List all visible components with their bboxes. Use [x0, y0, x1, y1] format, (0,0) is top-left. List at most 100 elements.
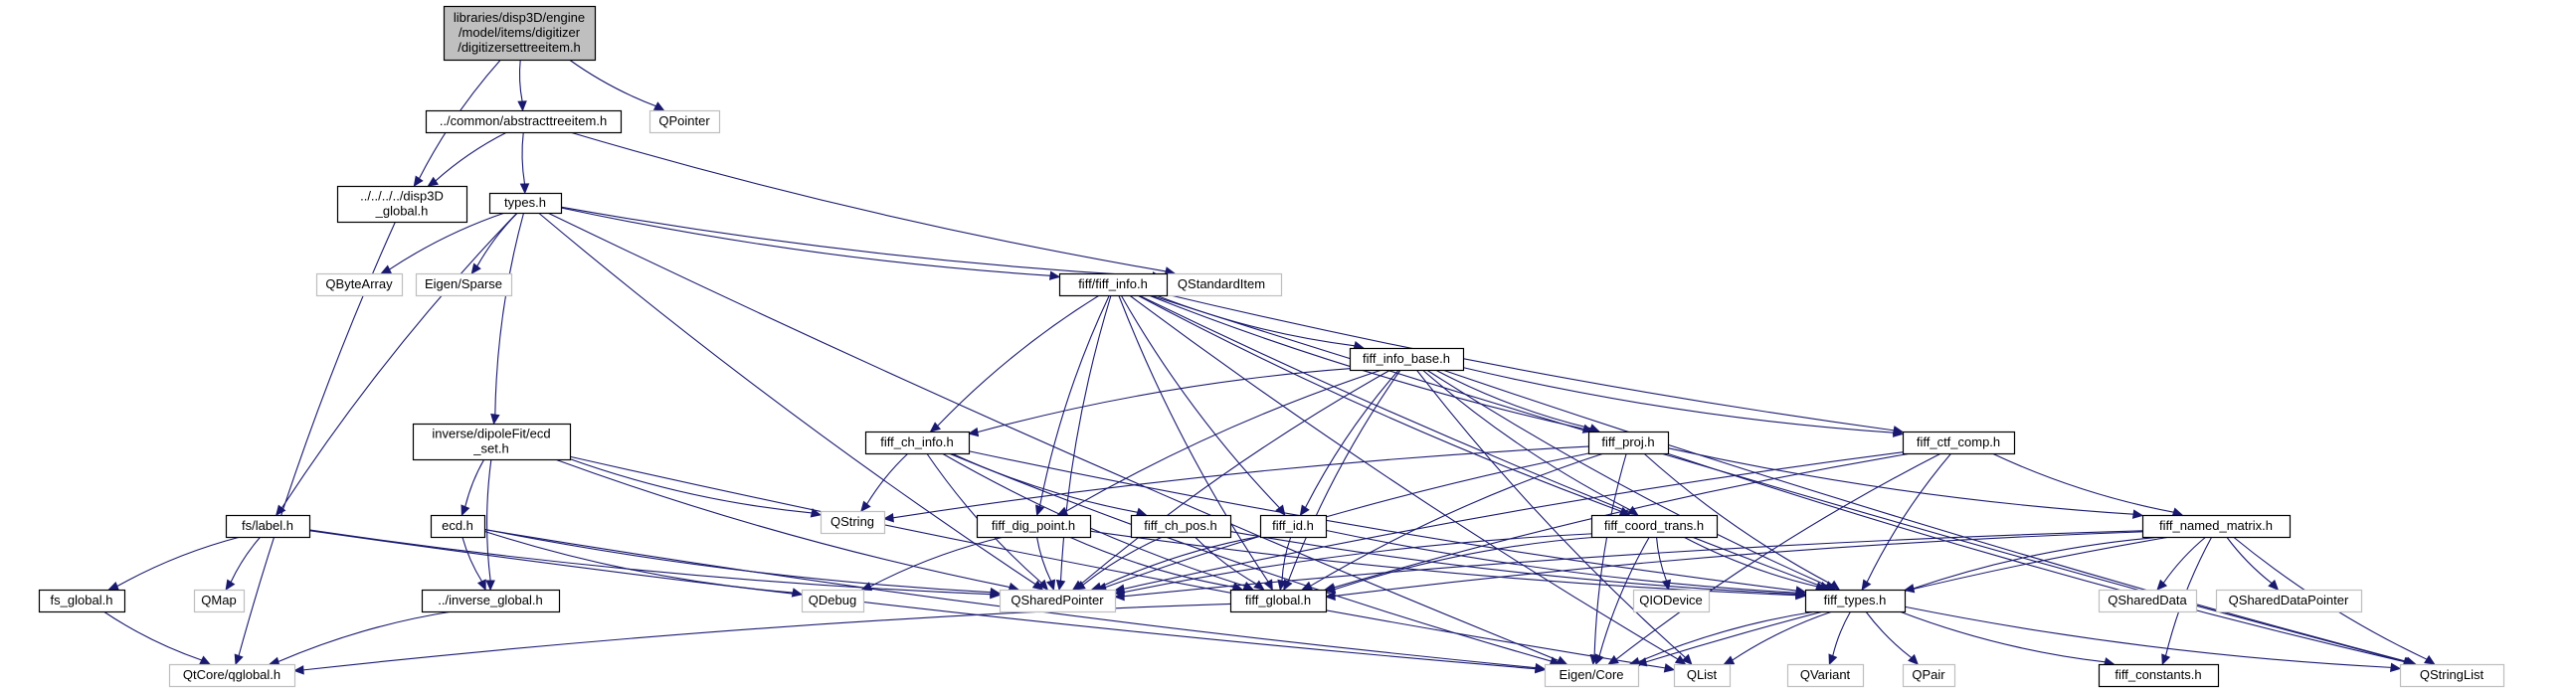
edge-line [538, 212, 1036, 586]
node-qsharedpointer[interactable]: QSharedPointer [999, 589, 1117, 613]
node-root[interactable]: libraries/disp3D/engine/model/items/digi… [443, 5, 597, 62]
edge-fs-label-to-fs-global [107, 536, 241, 591]
node-box [801, 589, 865, 613]
edge-arrowhead [1723, 655, 1736, 665]
node-box [648, 109, 721, 134]
node-fiff-info-base[interactable]: fiff_info_base.h [1349, 347, 1465, 372]
edge-line [483, 530, 794, 594]
edge-types-to-fs-label [275, 212, 518, 516]
node-qstring[interactable]: QString [820, 510, 886, 535]
edge-line [1866, 452, 1952, 583]
node-qshareddatapointer[interactable]: QSharedDataPointer [2215, 589, 2363, 613]
node-box [1058, 272, 1169, 297]
node-fs-label[interactable]: fs/label.h [225, 514, 311, 539]
edge-line [1100, 535, 1261, 588]
node-qshareddata[interactable]: QSharedData [2098, 589, 2198, 613]
edge-line [483, 528, 992, 594]
node-fs-global[interactable]: fs_global.h [38, 589, 126, 613]
edge-fiff-proj-to-qstring [882, 445, 1589, 523]
edge-fiff-info-to-fiff-info-base [1156, 294, 1365, 351]
node-qdebug[interactable]: QDebug [801, 589, 865, 613]
node-ecd-set[interactable]: inverse/dipoleFit/ecd_set.h [412, 423, 572, 461]
edge-types-to-eigen-sparse [470, 212, 518, 274]
edge-line [308, 530, 1537, 670]
node-box [2098, 589, 2198, 613]
node-fiff-dig-point[interactable]: fiff_dig_point.h [976, 514, 1092, 539]
edge-line [1129, 294, 1679, 660]
node-types[interactable]: types.h [488, 192, 563, 215]
node-label: QList [1687, 667, 1718, 682]
edge-fiff-types-to-fiff-constants [1899, 610, 2116, 667]
node-label: fiff_ch_info.h [880, 434, 953, 449]
node-qvariant[interactable]: QVariant [1786, 663, 1865, 688]
node-eigen-sparse[interactable]: Eigen/Sparse [415, 272, 513, 297]
edge-arrowhead [2389, 662, 2402, 673]
node-label: fs/label.h [242, 518, 293, 533]
node-box [1587, 431, 1670, 455]
edge-line [1229, 530, 1797, 596]
edge-line [486, 458, 492, 582]
node-label: fiff/fiff_info.h [1078, 276, 1148, 291]
edge-fiff-named-matrix-to-qshareddata [2156, 536, 2207, 591]
edge-arrowhead [517, 100, 527, 112]
node-fiff-coord-trans[interactable]: fiff_coord_trans.h [1590, 514, 1719, 539]
edge-fiff-info-base-to-fiff-global [1283, 369, 1401, 592]
node-box [2141, 514, 2292, 539]
node-fiff-ctf-comp[interactable]: fiff_ctf_comp.h [1902, 431, 2016, 455]
node-fiff-global[interactable]: fiff_global.h [1229, 589, 1328, 613]
edge-fiff-proj-to-fiff-types [1643, 452, 1841, 591]
edge-types-to-ecd-set [490, 212, 525, 426]
node-qtcore-qglobal[interactable]: QtCore/qglobal.h [168, 663, 296, 688]
edge-arrowhead [1275, 504, 1286, 516]
node-qpair[interactable]: QPair [1902, 663, 1956, 688]
node-fiff-constants[interactable]: fiff_constants.h [2098, 663, 2220, 688]
edge-arrowhead [1828, 580, 1841, 591]
edge-arrowhead [1037, 579, 1049, 591]
edge-line [1118, 294, 1269, 583]
edge-arrowhead [860, 500, 871, 512]
node-ecd[interactable]: ecd.h [430, 514, 486, 539]
edge-line [1899, 610, 2106, 663]
edge-arrowhead [1046, 579, 1056, 592]
node-qiodevice[interactable]: QIODevice [1632, 589, 1711, 613]
node-label: QSharedPointer [1011, 593, 1104, 607]
edge-line [1415, 369, 1686, 658]
edge-line [1137, 294, 1622, 512]
node-box [2399, 663, 2505, 688]
edge-arrowhead [1113, 591, 1125, 602]
node-abstracttreeitem[interactable]: ../common/abstracttreeitem.h [425, 109, 623, 134]
edge-arrowhead [2424, 654, 2436, 665]
node-qstringlist[interactable]: QStringList [2399, 663, 2505, 688]
node-box [864, 431, 971, 455]
node-inverse-global[interactable]: ../inverse_global.h [421, 589, 561, 613]
node-fiff-proj[interactable]: fiff_proj.h [1587, 431, 1670, 455]
edge-line [1832, 610, 1852, 656]
edge-line [435, 131, 508, 182]
edge-fs-label-to-qmap [225, 536, 262, 592]
node-disp3d-global[interactable]: ../../../../disp3D_global.h [336, 185, 468, 224]
node-fiff-info[interactable]: fiff/fiff_info.h [1058, 272, 1169, 297]
edge-fiff-ch-info-to-qstring [860, 452, 909, 512]
node-fiff-ch-info[interactable]: fiff_ch_info.h [864, 431, 971, 455]
node-label: fiff_named_matrix.h [2159, 518, 2273, 533]
node-eigen-core[interactable]: Eigen/Core [1544, 663, 1640, 688]
node-fiff-types[interactable]: fiff_types.h [1804, 589, 1907, 613]
edge-line [560, 207, 1051, 276]
node-fiff-id[interactable]: fiff_id.h [1259, 514, 1328, 539]
edge-types-to-fiff-info [560, 207, 1061, 280]
edge-ecd-to-inverse-global [461, 536, 486, 592]
node-qpointer[interactable]: QPointer [648, 109, 721, 134]
edge-line [1666, 452, 2405, 663]
node-qbytearray[interactable]: QByteArray [315, 272, 404, 297]
node-label: types.h [504, 195, 546, 210]
node-fiff-ch-pos[interactable]: fiff_ch_pos.h [1130, 514, 1232, 539]
node-qstandarditem[interactable]: QStandardItem [1161, 272, 1283, 297]
node-box [2098, 663, 2220, 688]
node-qlist[interactable]: QList [1673, 663, 1732, 688]
node-fiff-named-matrix[interactable]: fiff_named_matrix.h [2141, 514, 2292, 539]
edge-fiff-info-base-to-qlist [1415, 369, 1693, 665]
edge-line [968, 450, 1797, 592]
node-box [193, 589, 246, 613]
node-qmap[interactable]: QMap [193, 589, 246, 613]
edge-arrowhead [2161, 653, 2171, 666]
